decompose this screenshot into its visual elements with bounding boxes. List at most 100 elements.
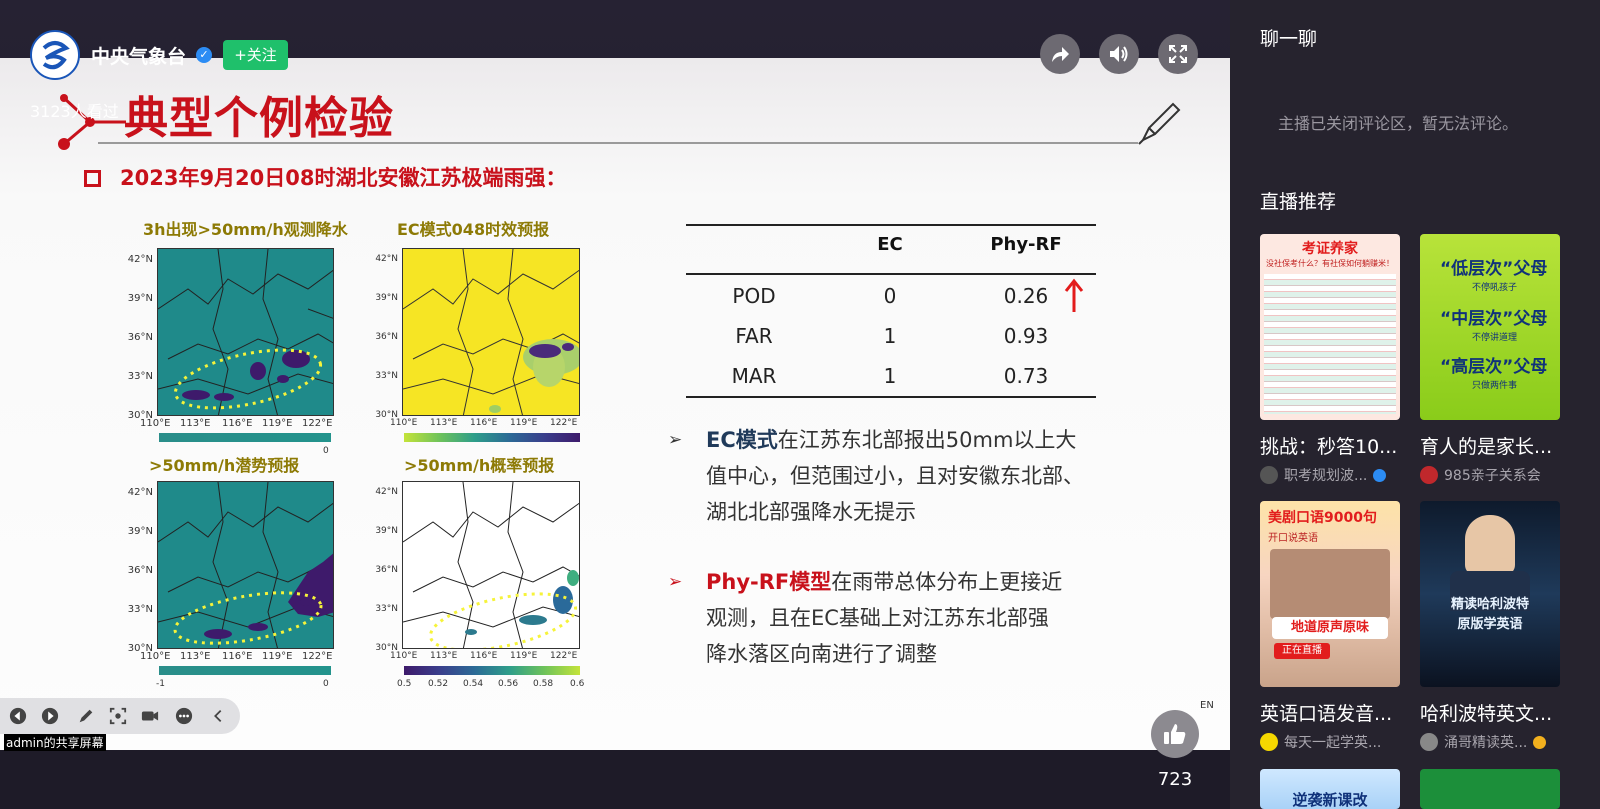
recommend-card[interactable]: 逆袭新课改 [1260, 769, 1400, 809]
collapse-icon[interactable] [208, 707, 228, 725]
ec-conclusion: EC模式在江苏东北部报出50mm以上大 值中心，但范围过小，且对安徽东北部、 湖… [706, 422, 1116, 530]
follow-button[interactable]: +关注 [223, 40, 288, 70]
colorbar [159, 433, 331, 442]
lat-tick: 42°N [375, 254, 398, 264]
host-name[interactable]: 中央气象台 [91, 46, 187, 68]
lat-tick: 39°N [375, 293, 398, 303]
author-avatar [1420, 466, 1438, 484]
card-thumbnail: 精读哈利波特 原版学英语 [1420, 501, 1560, 687]
thumb-headline: 考证养家 [1302, 241, 1358, 257]
para-line: 降水落区向南进行了调整 [706, 642, 937, 666]
lon-tick: 110°E [390, 418, 418, 428]
share-button[interactable] [1040, 34, 1080, 74]
card-thumbnail: “低层次”父母 不停吼孩子 “中层次”父母 不停讲道理 “高层次”父母 只做两件… [1420, 234, 1560, 420]
share-icon [1052, 47, 1069, 62]
volume-button[interactable] [1099, 34, 1139, 74]
lon-tick: 110°E [390, 651, 418, 661]
phyrf-keyword: Phy-RF模型 [706, 570, 832, 594]
table-cell: POD [732, 284, 776, 308]
thumb-line: 不停吼孩子 [1472, 283, 1518, 293]
previous-icon[interactable] [8, 707, 28, 725]
lon-tick: 113°E [180, 418, 211, 429]
lat-tick: 36°N [375, 332, 398, 342]
lat-tick: 42°N [375, 487, 398, 497]
viewer-count: 3123人看过 [30, 102, 119, 121]
table-cell: 1 [883, 364, 897, 388]
volume-icon [1110, 46, 1128, 62]
thumbs-up-icon [1164, 724, 1186, 744]
presenter-toolbar [0, 698, 240, 734]
observed-rain-map [157, 248, 334, 416]
slide-title: 典型个例检验 [124, 93, 394, 144]
recommend-card[interactable]: “低层次”父母 不停吼孩子 “中层次”父母 不停讲道理 “高层次”父母 只做两件… [1420, 234, 1560, 485]
language-indicator: EN [1200, 700, 1214, 711]
table-header-rule [686, 273, 1096, 275]
colorbar-label: 0 [323, 679, 329, 689]
thumb-subline: 没社保考什么？有社保如何躺赚米！ [1266, 259, 1394, 268]
up-arrow-icon [1064, 278, 1084, 312]
verified-icon: ✓ [196, 47, 212, 63]
thumb-headline: 逆袭新课改 [1292, 791, 1368, 809]
table-cell: 0.26 [1003, 284, 1049, 308]
fullscreen-icon [1169, 45, 1187, 63]
potential-forecast-map [157, 481, 334, 649]
next-icon[interactable] [40, 707, 60, 725]
comments-closed-notice: 主播已关闭评论区，暂无法评论。 [1278, 114, 1519, 133]
recommend-card[interactable] [1420, 769, 1560, 809]
table-cell: MAR [731, 364, 777, 388]
para-line: 在江苏东北部报出50mm以上大 [777, 428, 1077, 452]
recommend-card[interactable]: 精读哈利波特 原版学英语 哈利波特英文... 涌哥精读英... [1420, 501, 1560, 752]
more-icon[interactable] [174, 707, 194, 725]
lat-tick: 33°N [127, 371, 153, 382]
table-cell: 0 [883, 284, 897, 308]
table-bottom-rule [686, 396, 1096, 398]
camera-icon[interactable] [140, 707, 160, 725]
card-author: 每天一起学英... [1260, 732, 1400, 752]
fullscreen-button[interactable] [1158, 34, 1198, 74]
para-line: 值中心，但范围过小，且对安徽东北部、 [706, 464, 1084, 488]
lat-tick: 39°N [375, 526, 398, 536]
ec-forecast-map [402, 248, 580, 416]
live-badge: 正在直播 [1274, 643, 1330, 659]
thumb-line: 只做两件事 [1472, 381, 1518, 391]
lat-tick: 36°N [375, 565, 398, 575]
host-avatar[interactable] [30, 30, 80, 80]
recommend-card[interactable]: 美剧口语9000句 开口说英语 地道原声原味 正在直播 英语口语发音... 每天… [1260, 501, 1400, 752]
thumb-headline: 美剧口语9000句 [1268, 510, 1377, 526]
author-name: 每天一起学英... [1284, 735, 1382, 751]
lat-tick: 30°N [375, 643, 398, 653]
shared-slide: 典型个例检验 2023年9月20日08时湖北安徽江苏极端雨强： 3h出现>50m… [0, 58, 1230, 750]
colorbar-label: 0.54 [463, 679, 484, 689]
table-cell: 0.73 [1003, 364, 1049, 388]
card-title: 英语口语发音... [1260, 703, 1393, 725]
card-author: 职考规划波... [1260, 465, 1400, 485]
colorbar-label: -1 [156, 679, 165, 689]
screenshot-icon[interactable] [108, 707, 128, 725]
thumb-line: 不停讲道理 [1472, 333, 1518, 343]
lat-tick: 30°N [127, 643, 153, 654]
like-button[interactable] [1151, 710, 1199, 758]
lon-tick: 119°E [262, 651, 293, 662]
lat-tick: 30°N [375, 410, 398, 420]
badge-icon [1533, 735, 1547, 749]
thumb-line: 原版学英语 [1457, 617, 1523, 632]
card-author: 985亲子关系会 [1420, 465, 1560, 485]
colorbar [404, 666, 580, 675]
card-thumbnail [1420, 769, 1560, 809]
probability-forecast-map [402, 481, 580, 649]
lon-tick: 119°E [262, 418, 293, 429]
pen-icon [1138, 102, 1181, 145]
para-line: 在雨带总体分布上更接近 [831, 570, 1063, 594]
verified-icon [1373, 468, 1387, 482]
lon-tick: 122°E [550, 418, 578, 428]
lon-tick: 122°E [550, 651, 578, 661]
lon-tick: 116°E [222, 651, 253, 662]
thumb-line: “低层次”父母 [1440, 259, 1548, 279]
lat-tick: 30°N [127, 410, 153, 421]
table-cell: 0.93 [1003, 324, 1049, 348]
thumb-subline: 开口说英语 [1268, 533, 1318, 544]
pencil-icon[interactable] [76, 707, 96, 725]
table-cell: 1 [883, 324, 897, 348]
recommend-card[interactable]: 考证养家 没社保考什么？有社保如何躺赚米！ 挑战：秒答10... 职考规划波..… [1260, 234, 1400, 485]
video-stage[interactable]: 典型个例检验 2023年9月20日08时湖北安徽江苏极端雨强： 3h出现>50m… [0, 0, 1230, 809]
